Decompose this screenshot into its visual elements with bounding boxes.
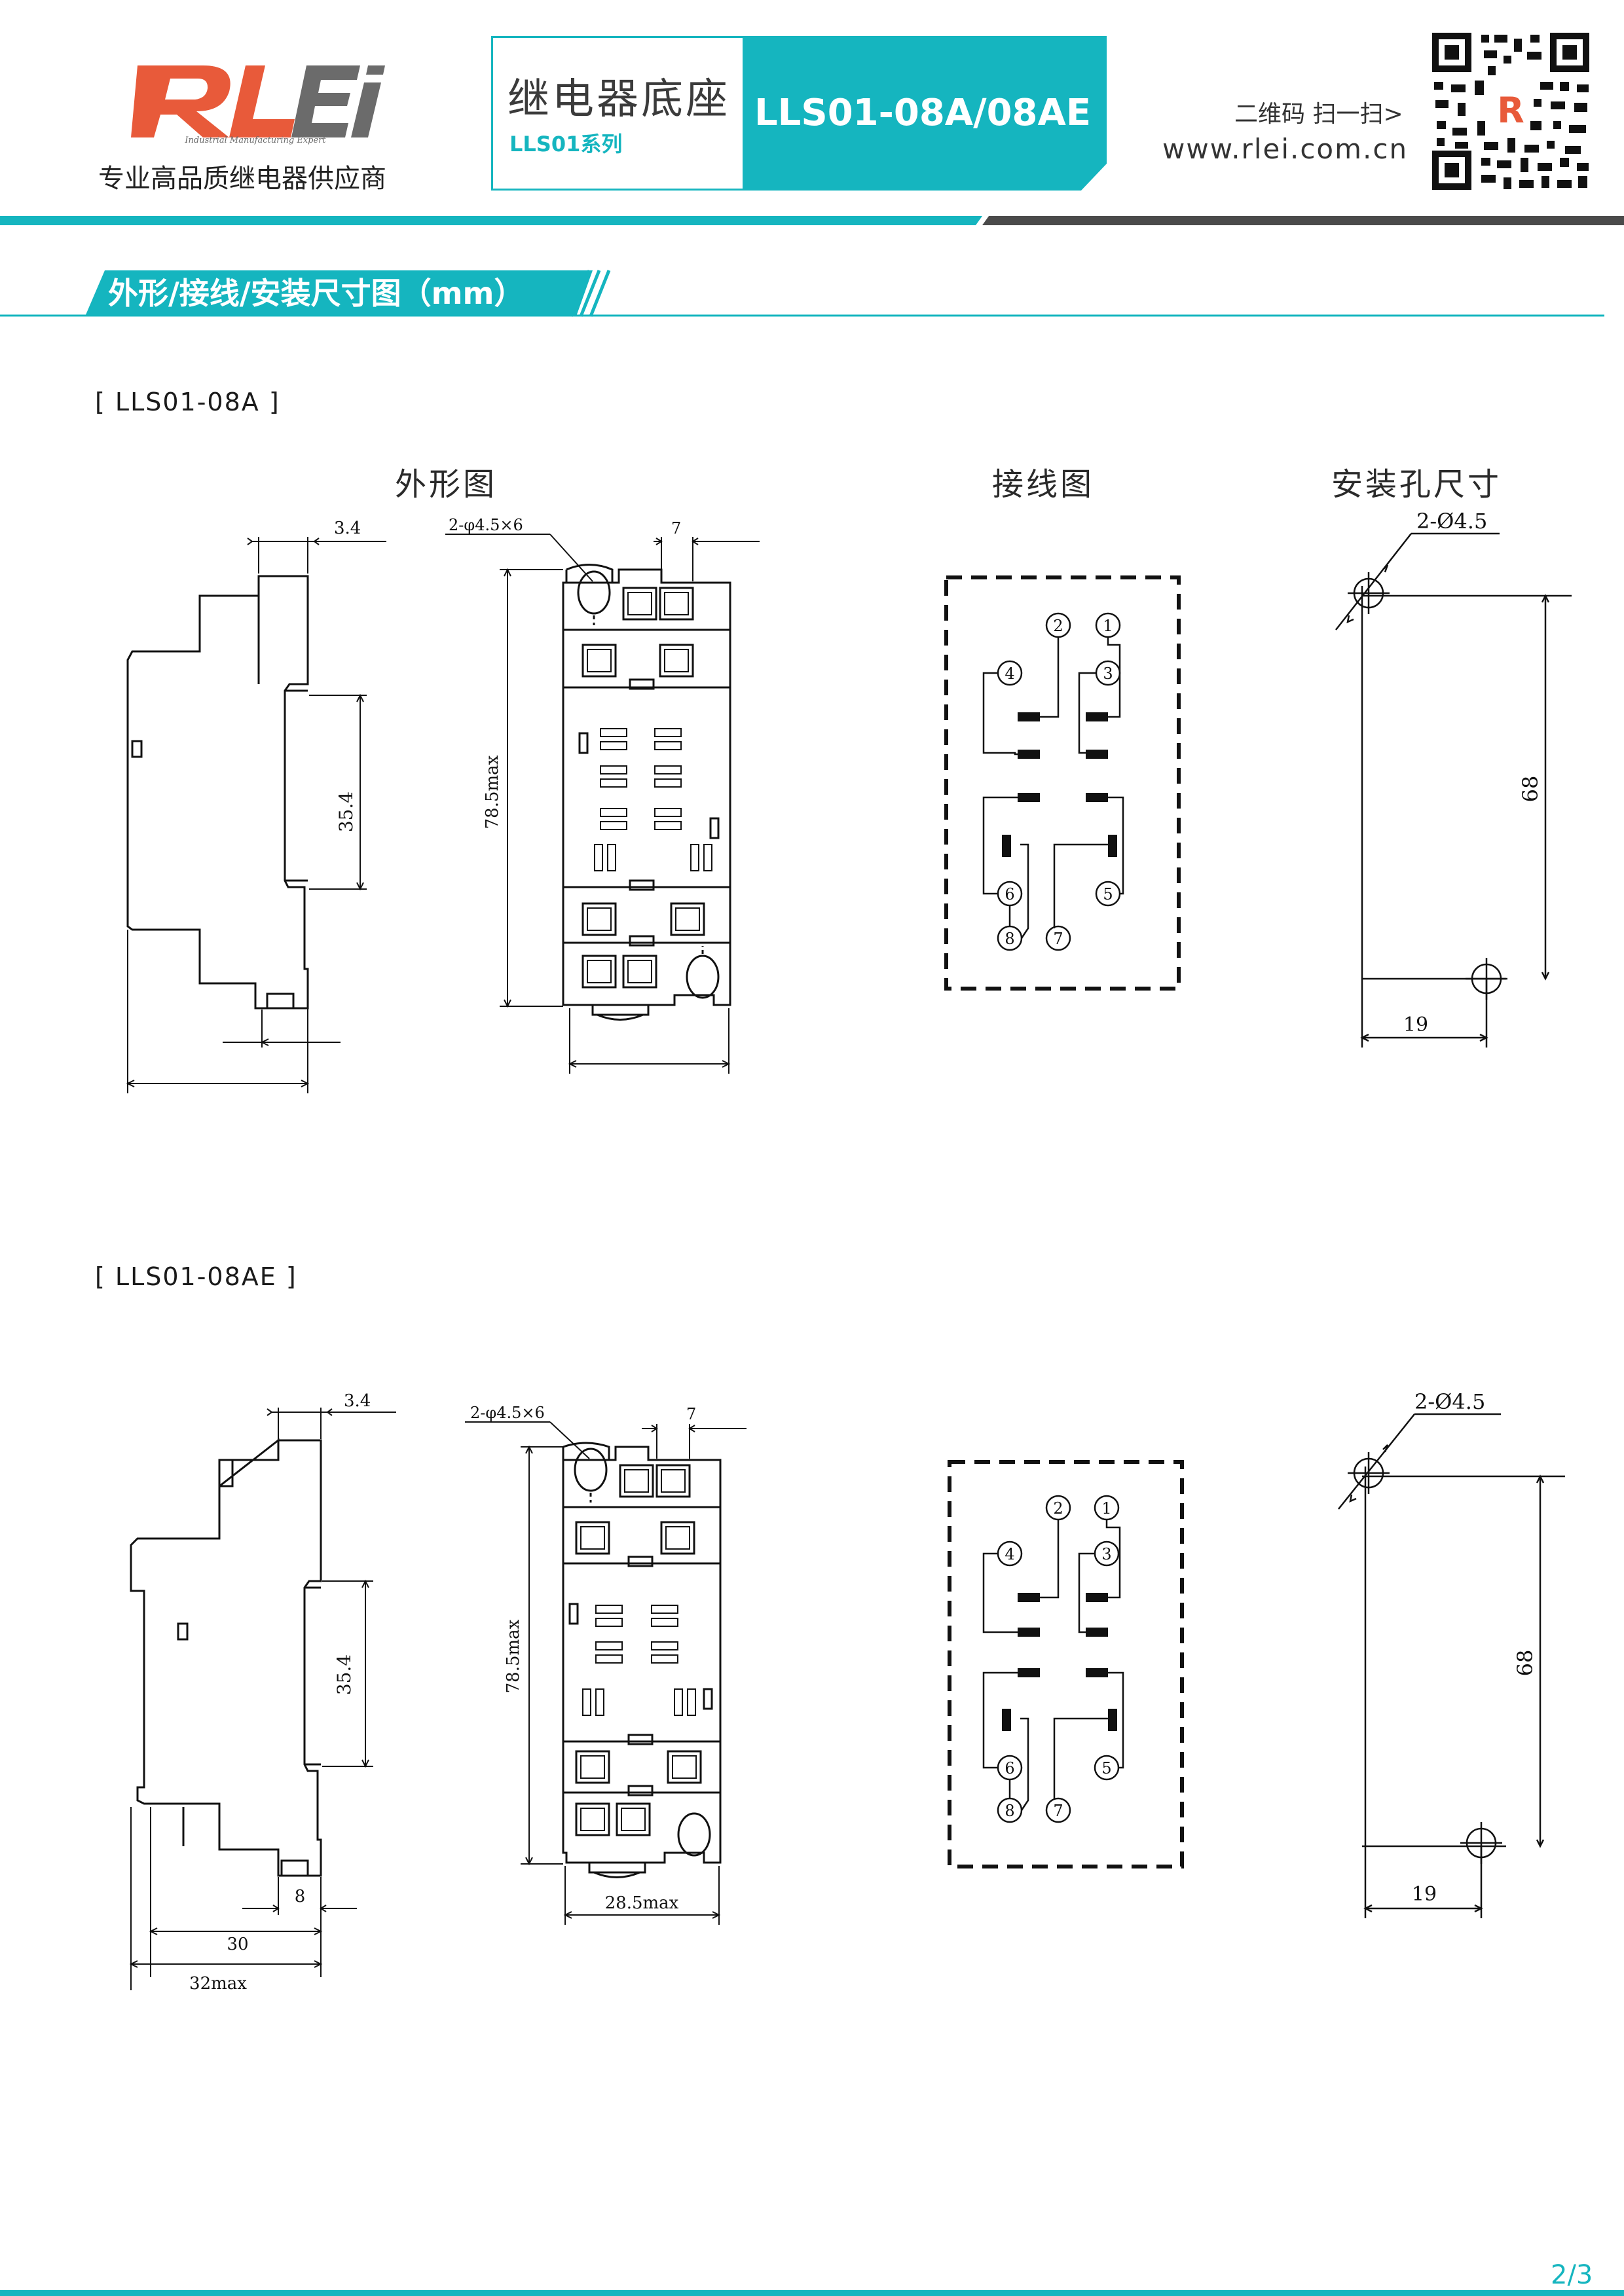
dim-pitch-a: 7 [671, 519, 681, 538]
dim-side-width-a: 3.4 [334, 519, 361, 538]
logo-tagline: Industrial Manufacturing Expert [184, 136, 326, 145]
terminal-2: 2 [1053, 617, 1063, 635]
product-series: LLS01系列 [509, 132, 623, 156]
mounting-holes-08a: 2-Ø4.5 68 19 [1335, 509, 1572, 1048]
model-number: LLS01-08A/08AE [754, 92, 1092, 134]
dim-holes-a: 2-φ4.5×6 [449, 516, 523, 534]
caption-outline: 外形图 [395, 466, 498, 503]
wiring-diagram-08a: 2 1 4 3 6 5 8 7 [944, 575, 1181, 991]
dim-mount-v-ae: 68 [1513, 1650, 1538, 1677]
dim-mount-v-a: 68 [1518, 776, 1543, 803]
model-banner [743, 36, 1107, 191]
mounting-holes-08ae: 2-Ø4.5 68 19 [1338, 1389, 1565, 1918]
terminal-5: 5 [1103, 885, 1113, 903]
header-divider-bar [0, 216, 1624, 225]
terminal-5-ae: 5 [1101, 1759, 1111, 1777]
banner-corner-notch [1080, 164, 1107, 191]
terminal-8-ae: 8 [1005, 1802, 1014, 1820]
model-label-08a: [ LLS01-08A ] [95, 388, 280, 416]
terminal-7: 7 [1053, 930, 1063, 948]
terminal-1-ae: 1 [1101, 1499, 1111, 1518]
dim-mount-holes-ae: 2-Ø4.5 [1414, 1389, 1485, 1414]
terminal-4-ae: 4 [1005, 1545, 1014, 1563]
qr-logo-mark: R [1497, 90, 1524, 131]
dim-32-ae: 32max [189, 1974, 247, 1994]
dim-mount-holes-a: 2-Ø4.5 [1416, 509, 1487, 534]
qr-hint: 二维码 扫一扫> [1234, 101, 1403, 128]
section-title: 外形/接线/安装尺寸图（mm） [108, 276, 525, 311]
terminal-7-ae: 7 [1053, 1802, 1063, 1820]
terminal-8: 8 [1005, 930, 1014, 948]
dim-side-height-ae: 35.4 [333, 1654, 355, 1695]
dim-width-ae: 28.5max [605, 1893, 679, 1913]
terminal-3: 3 [1103, 665, 1113, 683]
footer-bar [0, 2290, 1624, 2296]
front-view-08a: 2-φ4.5×6 7 78.5max [445, 516, 760, 1074]
dim-8-ae: 8 [295, 1887, 306, 1906]
page-number: 2/3 [1551, 2260, 1593, 2290]
caption-mounting: 安装孔尺寸 [1331, 466, 1502, 503]
terminal-2-ae: 2 [1053, 1499, 1063, 1518]
dim-mount-h-a: 19 [1403, 1013, 1428, 1036]
website-link[interactable]: www.rlei.com.cn [1162, 133, 1409, 165]
caption-wiring: 接线图 [992, 466, 1095, 503]
front-view-08ae: 2-φ4.5×6 7 78.5max 28.5max [465, 1404, 747, 1925]
wiring-diagram-08ae: 2 1 4 3 6 5 8 7 [948, 1460, 1184, 1868]
terminal-3-ae: 3 [1101, 1545, 1111, 1563]
terminal-6-ae: 6 [1005, 1759, 1014, 1777]
company-tagline: 专业高品质继电器供应商 [98, 164, 386, 194]
terminal-1: 1 [1103, 617, 1113, 635]
dim-side-width-ae: 3.4 [344, 1391, 371, 1411]
model-label-08ae: [ LLS01-08AE ] [95, 1262, 297, 1291]
side-view-08ae: 3.4 35.4 8 30 32max [129, 1391, 396, 1994]
terminal-4: 4 [1005, 665, 1014, 683]
qr-code: R [1429, 29, 1593, 193]
dim-30-ae: 30 [227, 1935, 248, 1954]
rlei-logo: Industrial Manufacturing Expert [131, 65, 385, 145]
side-view-08a: 3.4 35.4 [126, 519, 386, 1093]
dim-mount-h-ae: 19 [1412, 1883, 1437, 1906]
dim-holes-ae: 2-φ4.5×6 [470, 1404, 545, 1422]
section-title-bar [0, 270, 1604, 317]
dim-length-ae: 78.5max [504, 1619, 523, 1693]
dim-side-height-a: 35.4 [335, 792, 357, 832]
dim-length-a: 78.5max [483, 755, 502, 829]
product-name: 继电器底座 [507, 75, 730, 124]
dim-pitch-ae: 7 [686, 1405, 696, 1423]
terminal-6: 6 [1005, 885, 1014, 903]
